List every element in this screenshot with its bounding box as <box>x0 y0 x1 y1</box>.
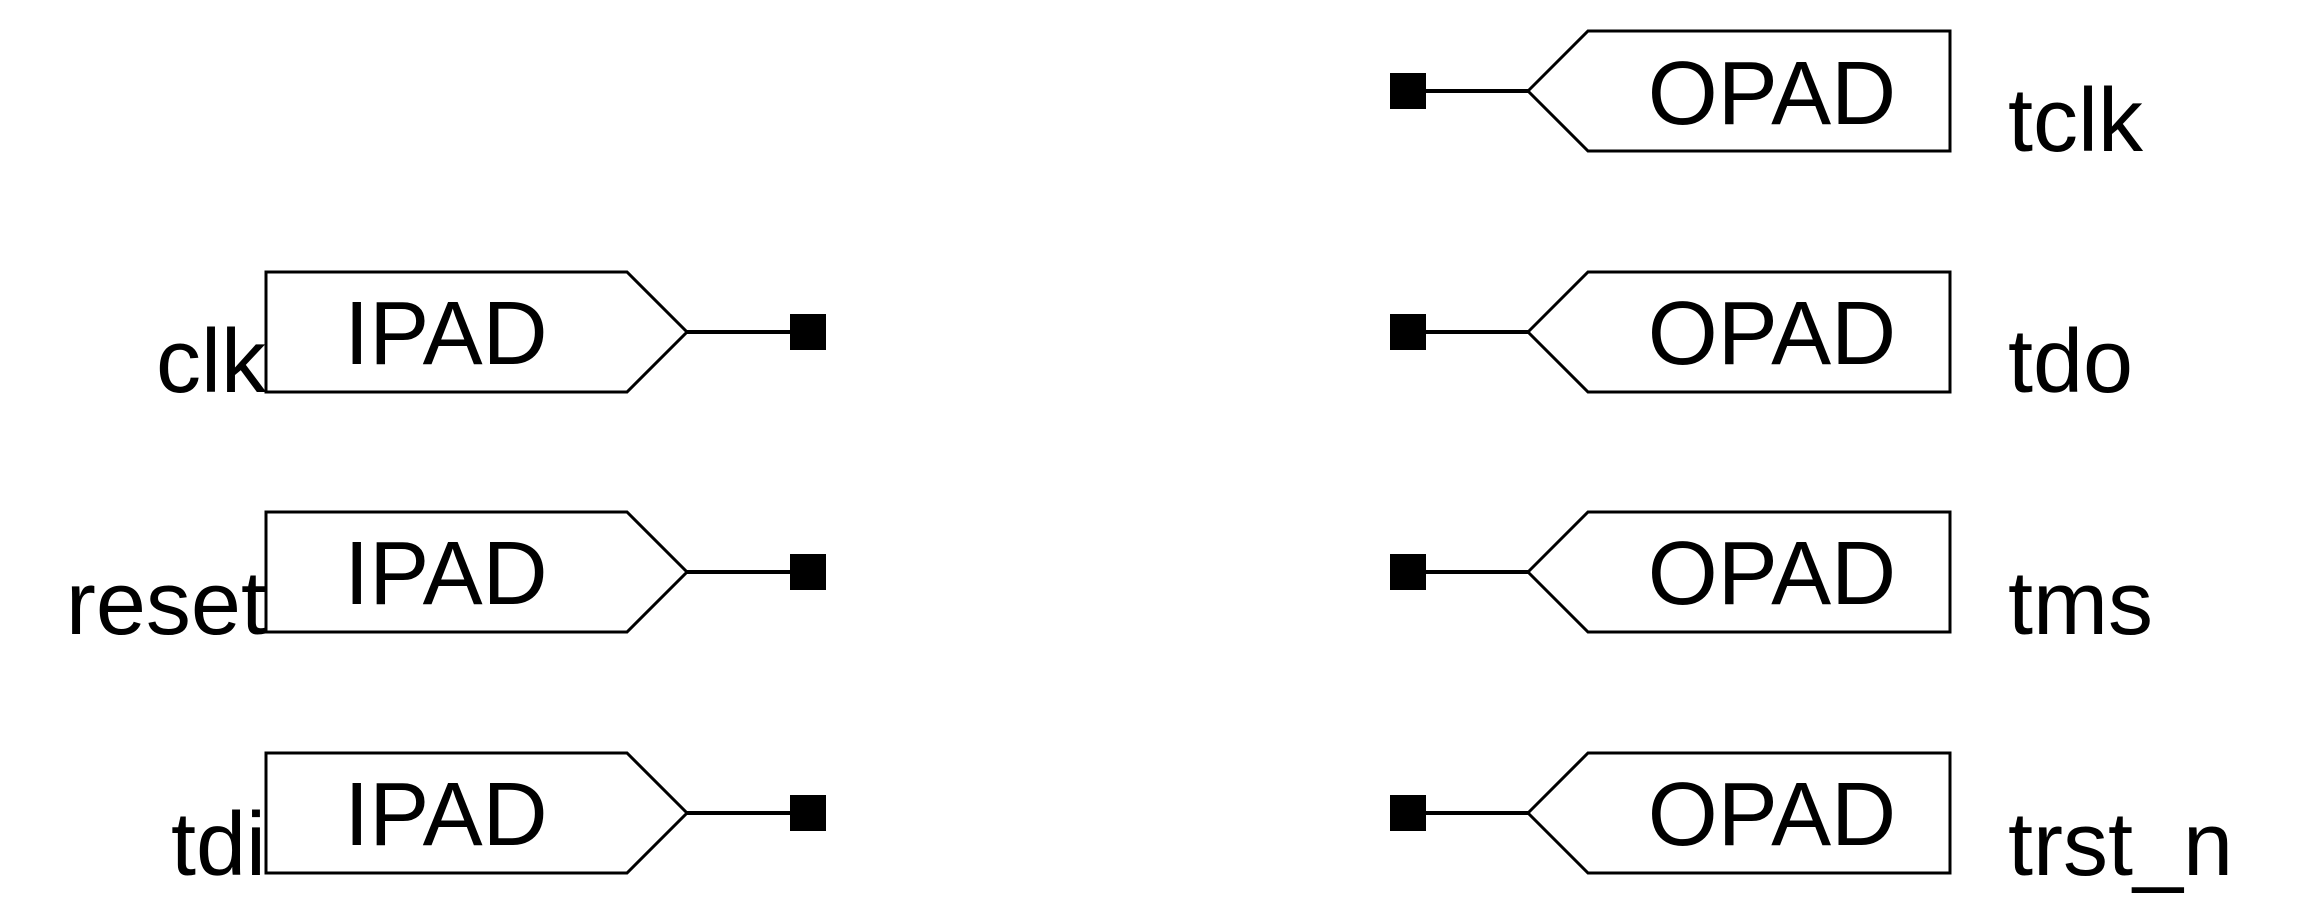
ipad-label: IPAD <box>344 284 547 384</box>
pin-label-tdi: tdi <box>171 795 266 895</box>
terminal-icon[interactable] <box>790 314 826 350</box>
opad-shape <box>1525 510 1952 634</box>
opad-label: OPAD <box>1648 765 1896 865</box>
opad-shape <box>1525 29 1952 153</box>
opad-label: OPAD <box>1648 44 1896 144</box>
output-pad-tdo[interactable]: OPAD tdo <box>1390 270 2133 412</box>
pin-label-clk: clk <box>156 312 267 412</box>
terminal-icon[interactable] <box>1390 73 1426 109</box>
ipad-shape <box>264 751 690 875</box>
terminal-icon[interactable] <box>790 795 826 831</box>
input-pad-tdi[interactable]: IPAD tdi <box>171 751 826 895</box>
opad-label: OPAD <box>1648 524 1896 624</box>
pin-label-reset: reset <box>66 554 266 654</box>
ipad-label: IPAD <box>344 524 547 624</box>
opad-shape <box>1525 751 1952 875</box>
pin-label-tms: tms <box>2008 554 2153 654</box>
input-pad-clk[interactable]: IPAD clk <box>156 270 826 412</box>
terminal-icon[interactable] <box>790 554 826 590</box>
input-pad-reset[interactable]: IPAD reset <box>66 510 826 654</box>
terminal-icon[interactable] <box>1390 314 1426 350</box>
terminal-icon[interactable] <box>1390 795 1426 831</box>
terminal-icon[interactable] <box>1390 554 1426 590</box>
output-pad-trst_n[interactable]: OPAD trst_n <box>1390 751 2233 895</box>
ipad-label: IPAD <box>344 765 547 865</box>
opad-shape <box>1525 270 1952 394</box>
ipad-shape <box>264 510 690 634</box>
opad-label: OPAD <box>1648 284 1896 384</box>
pin-label-trst_n: trst_n <box>2008 795 2233 895</box>
ipad-shape <box>264 270 690 394</box>
output-pad-tms[interactable]: OPAD tms <box>1390 510 2153 654</box>
pin-label-tdo: tdo <box>2008 312 2133 412</box>
pin-label-tclk: tclk <box>2008 71 2144 171</box>
output-pad-tclk[interactable]: OPAD tclk <box>1390 29 2144 171</box>
